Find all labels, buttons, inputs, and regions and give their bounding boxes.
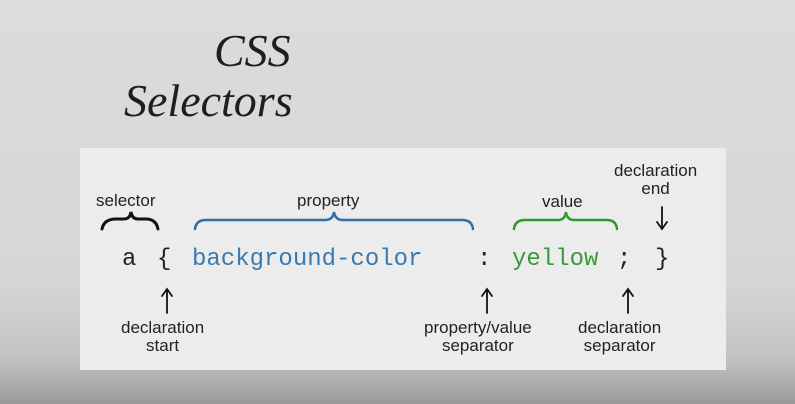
label-declaration-start-line2: start [146,335,180,355]
label-value: value [542,192,583,211]
label-declaration-start: declaration start [121,319,204,355]
code-open-brace: { [157,246,172,273]
label-declaration-end: declaration end [614,162,697,198]
diagram-panel [80,148,726,370]
label-property-value-separator: property/value separator [424,319,532,355]
label-selector: selector [96,191,156,210]
code-value: yellow [512,246,599,273]
property-brace [193,211,475,231]
label-decl-separator-line1: declaration [578,318,662,337]
declaration-separator-arrow-icon [622,287,634,314]
selector-brace [100,211,160,231]
code-selector: a [122,246,137,273]
label-decl-separator-line2: separator [583,335,656,355]
code-separator: : [477,246,492,273]
label-declaration-end-line2: end [641,178,670,198]
title-css: CSS [214,25,291,76]
label-declaration-separator: declaration separator [578,319,661,355]
label-declaration-start-line1: declaration [121,318,205,337]
declaration-start-arrow-icon [161,287,173,314]
code-close-brace: } [655,246,670,273]
code-property: background-color [192,246,423,273]
label-property: property [297,191,360,210]
label-declaration-end-line1: declaration [614,161,698,180]
title-selectors: Selectors [124,75,293,126]
declaration-end-arrow-icon [656,206,668,231]
label-pv-separator-line2: separator [441,335,514,355]
value-brace [512,211,619,231]
property-value-separator-arrow-icon [481,287,493,314]
code-semicolon: ; [617,246,632,273]
label-pv-separator-line1: property/value [424,318,532,337]
